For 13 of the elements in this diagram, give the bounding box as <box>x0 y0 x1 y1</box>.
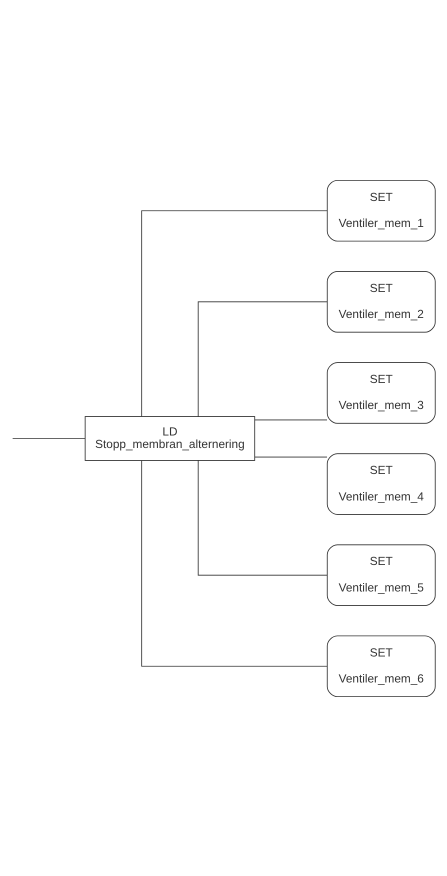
connector <box>141 210 328 416</box>
connector <box>198 300 328 416</box>
node-box: SET Ventiler_mem_6 <box>326 634 436 697</box>
node-box: SET Ventiler_mem_3 <box>326 362 436 424</box>
node-box: SET Ventiler_mem_4 <box>326 452 436 514</box>
node-box: SET Ventiler_mem_2 <box>326 270 436 332</box>
connector <box>198 460 328 576</box>
node-box: SET Ventiler_mem_1 <box>326 179 436 242</box>
node-box: SET Ventiler_mem_5 <box>326 544 436 606</box>
connector <box>141 460 328 666</box>
node-box: LD Stopp_membran_alternering <box>84 416 256 460</box>
connector <box>254 456 328 457</box>
connector <box>254 419 328 420</box>
